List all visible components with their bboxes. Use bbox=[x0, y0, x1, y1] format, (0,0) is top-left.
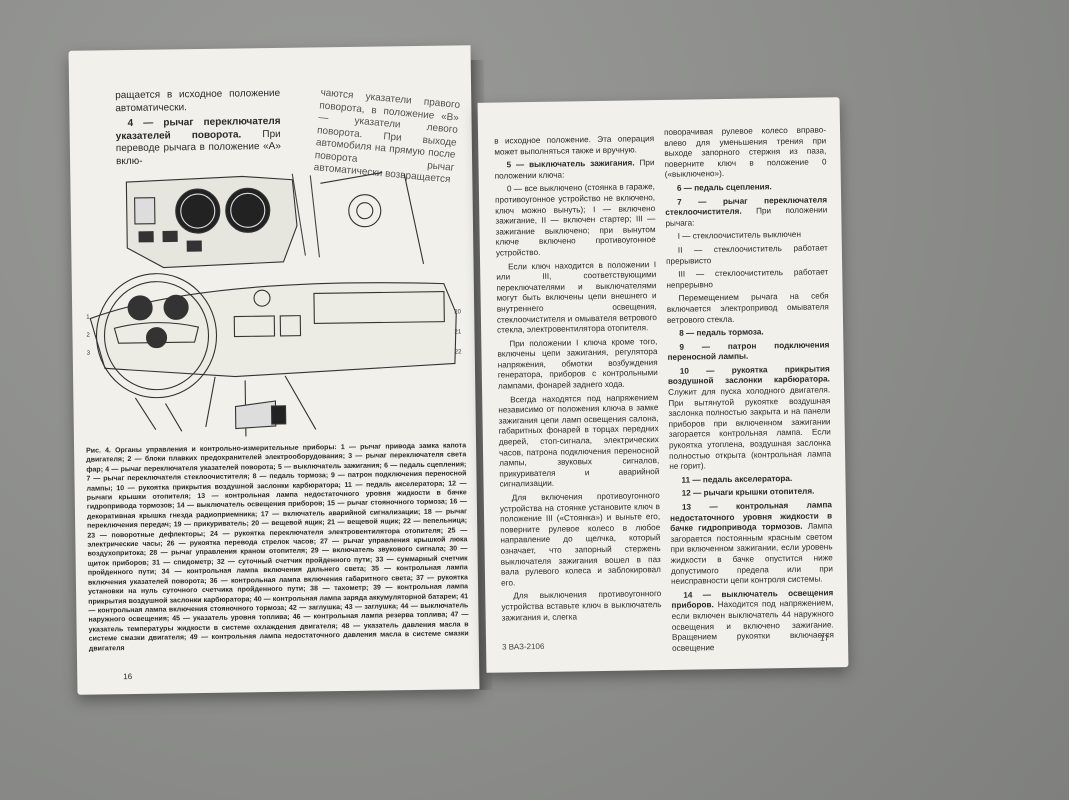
right-page-column-2: поворачивая рулевое колесо вправо-влево … bbox=[664, 125, 834, 657]
right-col2-paragraph: 7 — рычаг переключателя стеклоочистителя… bbox=[665, 195, 827, 229]
right-col2-paragraph: 8 — педаль тормоза. bbox=[667, 326, 829, 339]
figure-caption: Рис. 4. Органы управления и контрольно-и… bbox=[86, 441, 469, 653]
svg-text:2: 2 bbox=[86, 333, 90, 339]
item-text: Служит для пуска холодного двигателя. Пр… bbox=[668, 385, 832, 472]
right-col2-paragraph: III — стеклоочиститель работает непрерыв… bbox=[666, 268, 828, 292]
item-text: 0 — все выключено (стоянка в гараже, про… bbox=[495, 182, 656, 258]
right-col2-paragraph: 12 — рычаги крышки отопителя. bbox=[670, 487, 832, 500]
right-page: в исходное положение. Эта операция может… bbox=[477, 97, 849, 673]
item-heading: 12 — рычаги крышки отопителя. bbox=[681, 487, 815, 499]
right-col1-paragraph: 0 — все выключено (стоянка в гараже, про… bbox=[495, 182, 656, 259]
item-text: Перемещением рычага на себя включается э… bbox=[666, 291, 829, 325]
left-col1-paragraph: ращается в исходное положение автоматиче… bbox=[115, 88, 280, 115]
item-text: ращается в исходное положение автоматиче… bbox=[115, 87, 281, 114]
right-col2-paragraph: I — стеклоочиститель выключен bbox=[666, 230, 828, 243]
left-col1-paragraph: 4 — рычаг переключателя указателей повор… bbox=[115, 116, 281, 168]
item-text: При положении I ключа кроме того, включе… bbox=[497, 336, 658, 391]
item-text: I — стеклоочиститель выключен bbox=[677, 230, 802, 242]
left-page-number: 16 bbox=[123, 672, 133, 682]
right-col2-paragraph: 6 — педаль сцепления. bbox=[665, 181, 827, 194]
item-heading: 6 — педаль сцепления. bbox=[676, 182, 772, 193]
item-text: II — стеклоочиститель работает прерывист… bbox=[665, 243, 828, 266]
right-page-column-1: в исходное положение. Эта операция может… bbox=[494, 134, 662, 627]
right-col2-paragraph: 10 — рукоятка прикрытия воздушной заслон… bbox=[668, 364, 832, 472]
item-text: III — стеклоочиститель работает непрерыв… bbox=[666, 267, 829, 290]
item-text: поворачивая рулевое колесо вправо-влево … bbox=[663, 125, 827, 180]
item-heading: 8 — педаль тормоза. bbox=[679, 327, 764, 338]
right-col2-paragraph: 9 — патрон подключения переносной лампы. bbox=[667, 340, 830, 364]
right-col2-paragraph: Перемещением рычага на себя включается э… bbox=[667, 292, 829, 326]
item-text: Всегда находятся под напряжением независ… bbox=[498, 392, 660, 489]
right-page-number: 17 bbox=[819, 633, 829, 643]
right-col1-paragraph: Для выключения противоугонного устройств… bbox=[501, 589, 661, 623]
svg-text:20: 20 bbox=[454, 309, 461, 315]
right-col2-paragraph: 14 — выключатель освещения приборов. Нах… bbox=[671, 588, 834, 654]
svg-text:21: 21 bbox=[454, 329, 461, 335]
figure-caption-text: Рис. 4. Органы управления и контрольно-и… bbox=[86, 442, 469, 653]
right-col2-paragraph: поворачивая рулевое колесо вправо-влево … bbox=[664, 125, 827, 181]
item-heading: 10 — рукоятка прикрытия воздушной заслон… bbox=[667, 364, 831, 387]
right-col2-paragraph: 11 — педаль акселератора. bbox=[669, 473, 831, 486]
svg-text:22: 22 bbox=[455, 349, 462, 355]
svg-text:3: 3 bbox=[87, 351, 91, 357]
page-footer-signature: 3 ВАЗ-2106 bbox=[502, 641, 545, 652]
left-page-column-1: ращается в исходное положение автоматиче… bbox=[115, 88, 281, 171]
right-col1-paragraph: Для включения противоугонного устройства… bbox=[500, 491, 661, 589]
right-col1-paragraph: 5 — выключатель зажигания. При положении… bbox=[494, 158, 655, 182]
svg-text:1: 1 bbox=[86, 315, 90, 321]
item-text: Если ключ находится в положении I или II… bbox=[496, 259, 658, 335]
item-heading: 9 — патрон подключения переносной лампы. bbox=[667, 340, 830, 363]
item-text: Для включения противоугонного устройства… bbox=[499, 491, 661, 588]
right-col2-paragraph: II — стеклоочиститель работает прерывист… bbox=[666, 243, 828, 267]
item-heading: 11 — педаль акселератора. bbox=[681, 473, 793, 485]
right-col2-paragraph: 13 — контрольная лампа недостаточного ур… bbox=[670, 500, 833, 587]
item-heading: 5 — выключатель зажигания. bbox=[506, 158, 635, 170]
right-col1-paragraph: в исходное положение. Эта операция может… bbox=[494, 134, 654, 158]
dashboard-illustration: 1 2 3 20 21 22 bbox=[86, 171, 462, 437]
right-col1-paragraph: При положении I ключа кроме того, включе… bbox=[497, 337, 658, 392]
right-col1-paragraph: Всегда находятся под напряжением независ… bbox=[498, 393, 659, 491]
right-col1-paragraph: Если ключ находится в положении I или II… bbox=[496, 260, 657, 337]
item-text: Для выключения противоугонного устройств… bbox=[501, 589, 662, 623]
left-page: ращается в исходное положение автоматиче… bbox=[68, 45, 480, 695]
item-text: в исходное положение. Эта операция может… bbox=[494, 134, 655, 157]
